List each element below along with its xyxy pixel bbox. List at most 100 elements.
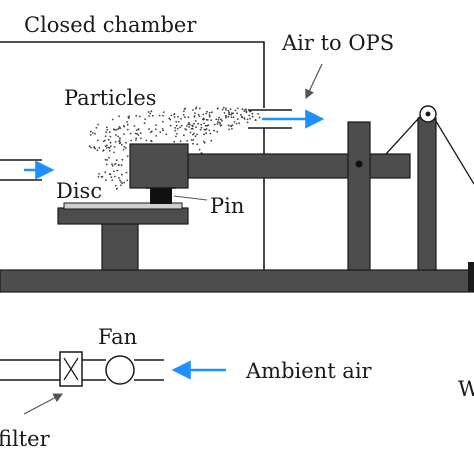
particle-dot <box>231 124 234 126</box>
lever-arm <box>185 153 411 179</box>
particle-dot <box>195 126 197 129</box>
particle-dot <box>183 108 186 110</box>
particle-cloud <box>88 106 261 190</box>
particle-dot <box>125 171 128 174</box>
particle-dot <box>213 123 216 126</box>
cut-off-label: W <box>458 377 474 401</box>
particle-dot <box>223 112 226 114</box>
particle-dot <box>120 164 123 167</box>
particle-dot <box>178 120 180 123</box>
pivot-point <box>355 160 363 168</box>
particle-dot <box>202 113 205 116</box>
particle-dot <box>88 145 91 148</box>
particle-dot <box>236 107 239 110</box>
particle-dot <box>195 107 197 110</box>
particle-dot <box>126 123 129 126</box>
particle-dot <box>90 146 92 149</box>
particle-dot <box>241 115 243 118</box>
particle-dot <box>111 164 114 167</box>
particle-dot <box>118 140 120 143</box>
particle-dot <box>91 132 94 134</box>
particle-dot <box>108 156 110 159</box>
particle-dot <box>227 112 230 115</box>
particle-dot <box>187 123 190 126</box>
particle-dot <box>249 117 252 120</box>
particle-dot <box>225 107 227 110</box>
chamber-label: Closed chamber <box>24 13 197 37</box>
particle-dot <box>93 146 95 148</box>
particle-dot <box>135 139 137 142</box>
particle-dot <box>150 140 153 143</box>
particle-dot <box>203 141 206 144</box>
filter-leader-arrow <box>23 393 64 415</box>
fan-icon <box>105 355 135 385</box>
particle-dot <box>180 117 183 120</box>
particle-dot <box>140 137 142 140</box>
particle-dot <box>218 116 220 119</box>
particle-dot <box>198 148 201 151</box>
particle-dot <box>123 133 125 136</box>
particle-dot <box>189 131 192 134</box>
particle-dot <box>111 163 113 166</box>
particle-dot <box>159 131 162 134</box>
particle-dot <box>127 116 130 118</box>
particle-dot <box>220 118 222 121</box>
particle-dot <box>150 130 153 133</box>
particle-dot <box>216 130 219 133</box>
particle-dot <box>231 127 233 130</box>
particle-dot <box>101 175 104 178</box>
particle-dot <box>231 112 233 115</box>
particle-dot <box>123 181 126 184</box>
particle-dot <box>115 159 118 162</box>
particle-dot <box>123 146 126 148</box>
disc-pedestal <box>101 223 139 271</box>
particle-dot <box>196 133 198 136</box>
particle-dot <box>89 134 92 136</box>
particle-dot <box>193 115 196 117</box>
particle-dot <box>251 115 254 118</box>
pin-label: Pin <box>210 194 244 218</box>
particle-dot <box>154 128 157 131</box>
particle-dot <box>111 179 114 182</box>
particle-dot <box>225 109 227 111</box>
particle-dot <box>205 132 208 135</box>
particle-dot <box>176 133 178 135</box>
particle-dot <box>205 112 208 115</box>
particle-dot <box>165 133 168 136</box>
particle-dot <box>230 116 233 118</box>
particle-dot <box>109 141 112 144</box>
particle-dot <box>113 170 115 173</box>
particle-dot <box>105 126 108 129</box>
particle-dot <box>96 149 99 152</box>
pin-holder <box>129 143 189 189</box>
particle-dot <box>241 108 244 111</box>
particle-dot <box>89 130 92 133</box>
particle-dot <box>192 109 194 111</box>
particle-dot <box>125 141 127 144</box>
disc-table <box>57 207 189 225</box>
particle-dot <box>119 139 121 142</box>
particle-dot <box>203 122 206 125</box>
particle-dot <box>114 184 117 187</box>
particle-dot <box>179 126 182 129</box>
particle-dot <box>208 115 211 118</box>
particle-dot <box>173 113 176 116</box>
particle-dot <box>186 139 189 142</box>
particle-dot <box>240 113 242 116</box>
particle-dot <box>115 187 118 190</box>
particle-dot <box>147 111 150 113</box>
particle-dot <box>126 179 129 182</box>
particle-dot <box>238 122 241 125</box>
particle-dot <box>174 127 177 129</box>
particle-dot <box>188 123 191 126</box>
particle-dot <box>104 158 107 161</box>
particle-dot <box>230 125 233 128</box>
particle-dot <box>98 146 101 149</box>
particle-dot <box>135 114 138 117</box>
particle-dot <box>248 110 251 113</box>
particle-dot <box>137 128 140 130</box>
particle-dot <box>117 128 120 130</box>
particle-dot <box>108 131 111 134</box>
outlet-tube <box>248 109 325 129</box>
